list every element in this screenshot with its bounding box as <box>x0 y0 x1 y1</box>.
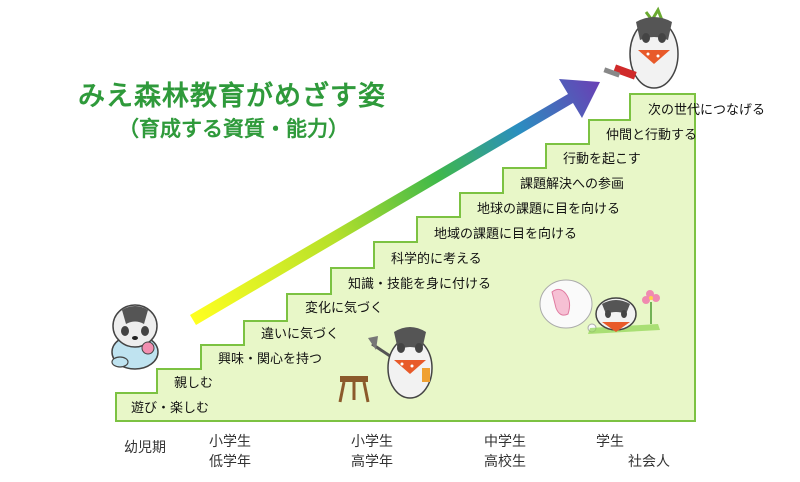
badger-thinking-icon <box>539 279 660 334</box>
step-label: 違いに気づく <box>261 327 340 342</box>
step-label: 地球の課題に目を向ける <box>477 202 621 217</box>
stage-label-student-adult: 学生 社会人 <box>592 432 672 472</box>
stage-label-junior-senior-high: 中学生 高校生 <box>473 432 537 472</box>
stage-label-elementary-upper: 小学生 高学年 <box>340 432 404 472</box>
stage-line: 高校生 <box>484 454 526 470</box>
step-label: 次の世代につなげる <box>648 103 766 118</box>
flower-icon <box>642 290 660 324</box>
badger-with-axe-icon <box>368 327 433 399</box>
badger-toddler-icon <box>111 304 159 370</box>
stage-line: 社会人 <box>628 454 670 470</box>
stage-label-elementary-lower: 小学生 低学年 <box>198 432 262 472</box>
step-label: 変化に気づく <box>305 301 384 316</box>
step-label: 地域の課題に目を向ける <box>434 227 578 242</box>
step-label: 興味・関心を持つ <box>218 352 323 367</box>
step-label: 遊び・楽しむ <box>131 401 210 416</box>
stage-label-preschool: 幼児期 <box>113 438 177 458</box>
step-label: 行動を起こす <box>563 152 641 167</box>
step-label: 仲間と行動する <box>606 128 698 143</box>
staircase <box>115 93 696 422</box>
step-label: 知識・技能を身に付ける <box>348 277 492 292</box>
step-label: 科学的に考える <box>391 252 482 267</box>
growth-arrow <box>190 79 600 325</box>
stage-line: 小学生 <box>351 434 393 450</box>
stage-line: 中学生 <box>484 434 526 450</box>
page-title: みえ森林教育がめざす姿 <box>78 81 386 112</box>
stage-line: 小学生 <box>209 434 251 450</box>
page-subtitle: （育成する資質・能力） <box>118 117 349 141</box>
stage-line: 学生 <box>596 434 624 450</box>
stool-icon <box>338 376 370 403</box>
stage-line: 高学年 <box>351 454 393 470</box>
stage-line: 低学年 <box>209 454 251 470</box>
step-label: 課題解決への参画 <box>520 177 625 192</box>
badger-with-chainsaw-icon <box>603 6 679 89</box>
step-label: 親しむ <box>174 376 214 391</box>
stage-line: 幼児期 <box>124 440 166 456</box>
